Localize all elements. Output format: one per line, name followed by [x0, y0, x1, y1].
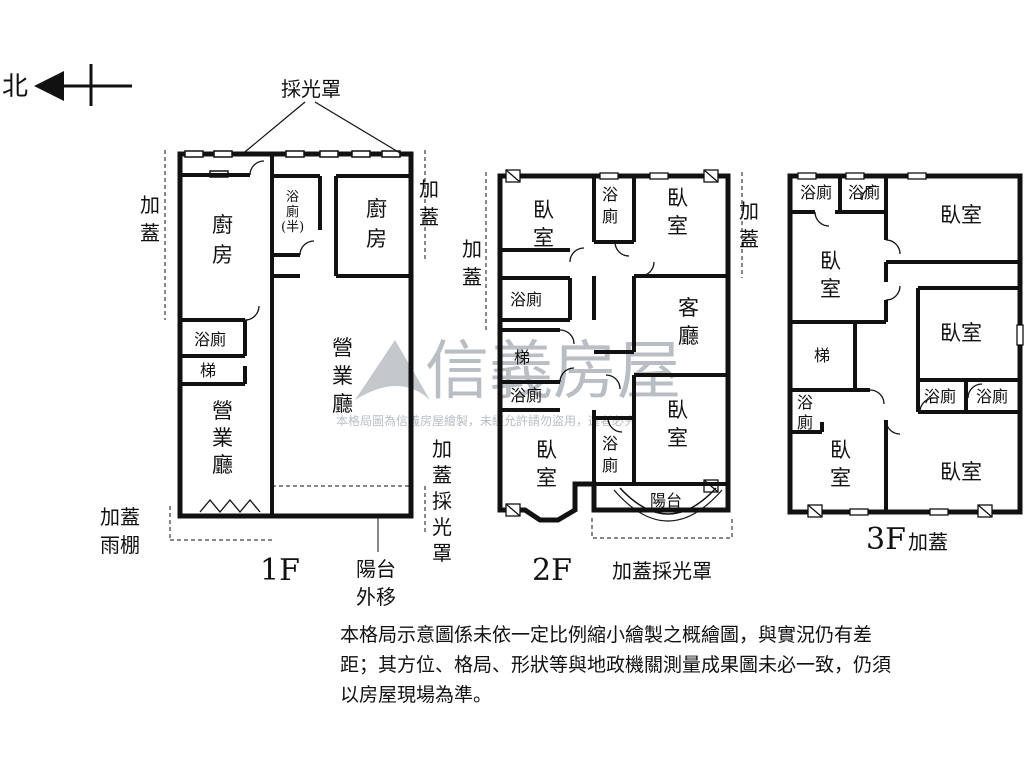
watermark-brand: 信義房屋	[425, 335, 681, 409]
floor-2-labels: 加 蓋 加 蓋 臥 室 浴 廁 臥 室 浴廁 客 廳 梯 浴廁 臥 室 浴 廁 …	[462, 185, 759, 588]
f2-bath-br-2: 廁	[602, 456, 618, 475]
f3-bath-bl-2: 廁	[797, 413, 813, 432]
f1-hall-left-3: 廳	[212, 453, 233, 477]
f3-bath-bl-1: 浴	[797, 393, 813, 412]
f2-bath-mid-label: 浴廁	[510, 290, 542, 309]
f1-hall-right-3: 廳	[332, 392, 353, 416]
f1-kitchen-right-2: 房	[366, 227, 387, 251]
f1-add-skylight-5: 罩	[432, 541, 452, 565]
f2-bath-lower-label: 浴廁	[510, 386, 542, 405]
f2-addition-right-1: 加	[739, 199, 759, 223]
f1-add-skylight-1: 加	[432, 437, 452, 461]
f3-bedroom-bl-2: 室	[830, 466, 851, 490]
floor-2-outline	[497, 173, 731, 523]
f1-balcony-1: 陽台	[356, 557, 396, 581]
f1-add-skylight-3: 採	[432, 489, 452, 513]
north-label: 北	[2, 72, 28, 102]
f2-bedroom-br-2: 室	[667, 426, 688, 450]
f2-bath-top-1: 浴	[602, 185, 618, 204]
floor-2-plan	[485, 169, 743, 539]
f1-canopy-2: 雨棚	[100, 533, 140, 557]
f2-living-2: 廳	[678, 324, 699, 348]
floor-2-label: 2F	[532, 553, 572, 588]
floor-1-plan	[164, 101, 426, 552]
floor-3-outline	[787, 173, 1023, 515]
f3-bedroom-br-label: 臥室	[940, 460, 982, 484]
floor-3-label: 3F	[866, 522, 906, 557]
f2-balcony-label: 陽台	[650, 491, 682, 510]
f1-half-bath-1: 浴	[286, 190, 299, 205]
f2-bath-br-1: 浴	[602, 434, 618, 453]
floor-1-label: 1F	[260, 553, 300, 588]
watermark-notice: 本格局圖為信義房屋繪製，未經允許請勿盜用，違者必究	[336, 413, 636, 428]
floor-3-labels: 浴廁 浴廁 臥室 臥 室 臥室 梯 浴 廁 浴廁 浴廁 臥 室 臥室 3F 加蓋	[797, 183, 1008, 557]
f1-kitchen-left-2: 房	[212, 243, 233, 267]
f1-add-skylight-2: 蓋	[432, 463, 452, 487]
f1-addition-left-2: 蓋	[140, 221, 160, 245]
f3-bedroom-bl-1: 臥	[830, 438, 851, 462]
f1-balcony-2: 外移	[356, 585, 396, 609]
f3-bath-tl-label: 浴廁	[800, 183, 832, 202]
f2-add-skylight-label: 加蓋採光罩	[612, 559, 712, 583]
f1-hall-left-1: 營	[212, 399, 233, 423]
disclaimer-note: 本格局示意圖係未依一定比例縮小繪製之概繪圖，與實況仍有差距；其方位、格局、形狀等…	[340, 624, 892, 706]
f3-addition-label: 加蓋	[908, 530, 948, 554]
f3-bath-c2-label: 浴廁	[976, 387, 1008, 406]
f1-hall-right-1: 營	[332, 336, 353, 360]
f3-bath-tm-label: 浴廁	[848, 183, 880, 202]
f3-bedroom-mr-label: 臥室	[940, 321, 982, 345]
f2-addition-left-1: 加	[462, 237, 482, 261]
f1-bath-label: 浴廁	[194, 330, 226, 349]
f2-bedroom-bl-1: 臥	[536, 438, 557, 462]
f3-bedroom-l-1: 臥	[820, 249, 841, 273]
f1-addition-right-1: 加	[419, 177, 439, 201]
brand-logo-icon	[355, 340, 430, 400]
f1-hall-left-2: 業	[212, 426, 233, 450]
f1-addition-right-2: 蓋	[419, 205, 439, 229]
floor-3-plan	[787, 172, 1024, 518]
f2-bedroom-tr-2: 室	[667, 214, 688, 238]
f2-addition-left-2: 蓋	[462, 265, 482, 289]
f1-stairs-label: 梯	[200, 361, 216, 380]
f2-bath-top-2: 廁	[602, 207, 618, 226]
f2-bedroom-br-1: 臥	[667, 398, 688, 422]
f2-bedroom-tl-1: 臥	[533, 198, 554, 222]
f2-bedroom-tl-2: 室	[533, 226, 554, 250]
f1-kitchen-left-1: 廚	[212, 213, 233, 237]
floor-1-labels: 採光罩 加 蓋 加 蓋 廚 房 廚 房 浴 廁 (半) 浴廁 梯 營 業 廳 營…	[100, 77, 452, 609]
f1-addition-left-1: 加	[140, 193, 160, 217]
f1-skylight-label: 採光罩	[281, 77, 341, 101]
f1-half-bath-2: 廁	[286, 204, 299, 220]
f1-kitchen-right-1: 廚	[366, 197, 387, 221]
north-compass: 北	[2, 64, 132, 106]
f3-bath-c1-label: 浴廁	[924, 387, 956, 406]
f2-living-1: 客	[678, 296, 699, 320]
f1-add-skylight-4: 光	[432, 515, 452, 539]
f1-half-bath-3: (半)	[281, 220, 304, 235]
f2-addition-right-2: 蓋	[739, 227, 759, 251]
f2-bedroom-tr-1: 臥	[667, 186, 688, 210]
f1-hall-right-2: 業	[332, 364, 353, 388]
f3-bedroom-tr-label: 臥室	[940, 203, 982, 227]
f2-stairs-label: 梯	[514, 348, 530, 367]
f2-bedroom-bl-2: 室	[536, 466, 557, 490]
f1-canopy-1: 加蓋	[100, 505, 140, 529]
f3-bedroom-l-2: 室	[820, 277, 841, 301]
f3-stairs-label: 梯	[814, 346, 830, 365]
